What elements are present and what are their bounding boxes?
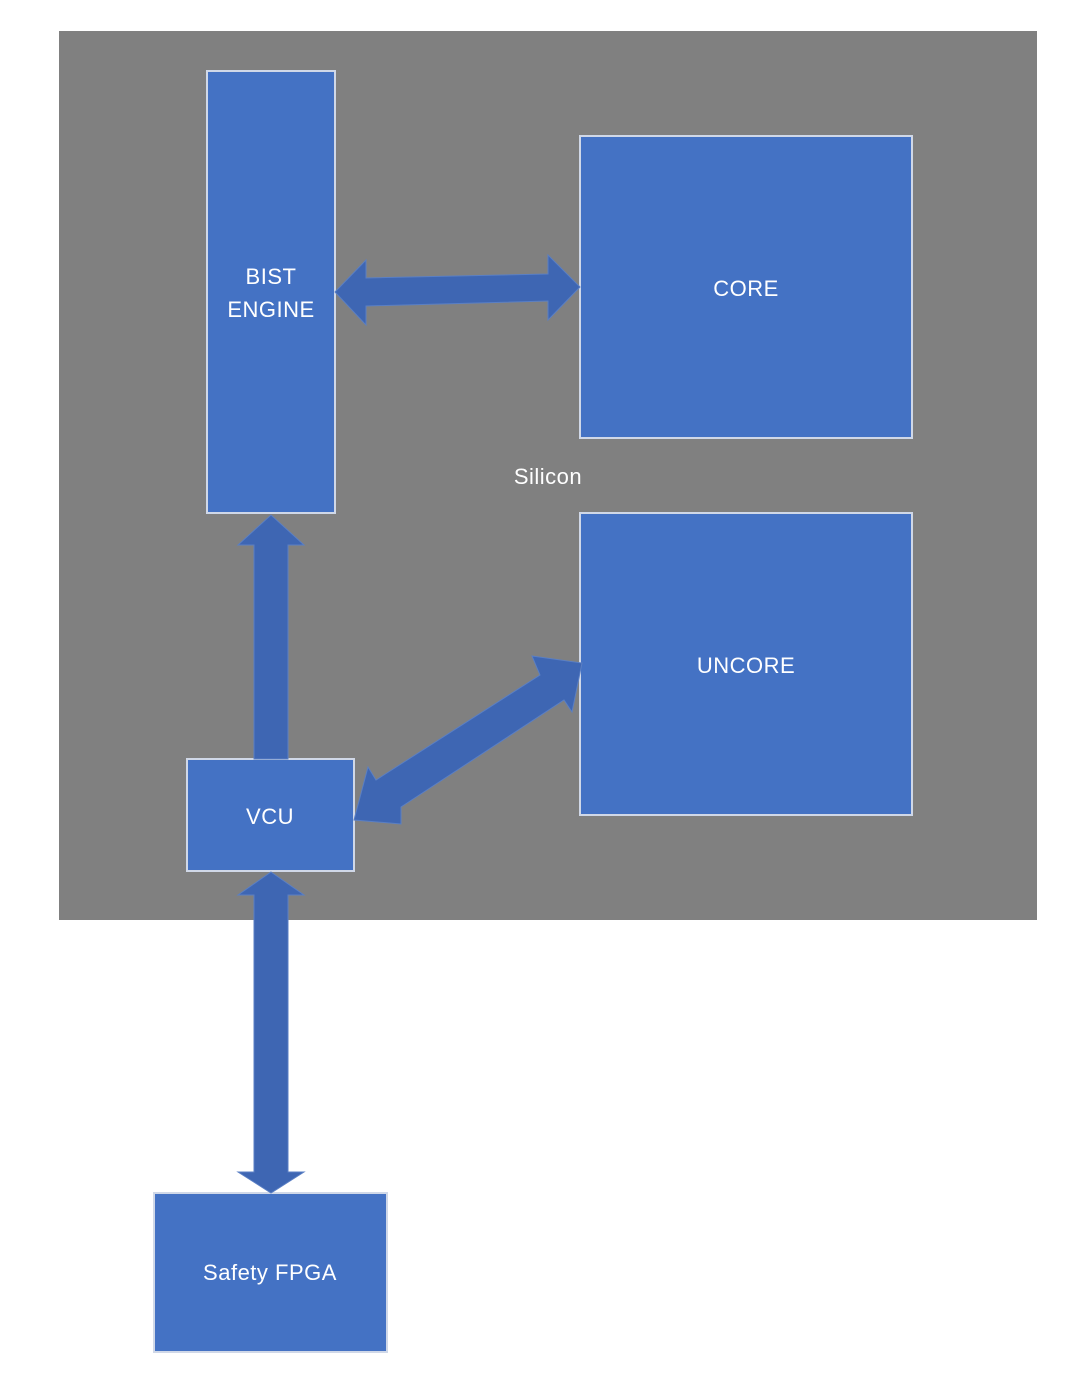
core-label: CORE [713,276,779,301]
vcu-bist-up-arrow [236,514,306,760]
uncore-block [579,512,913,816]
safety-fpga-block [153,1192,388,1353]
vcu-fpga-double-arrow [236,871,306,1194]
bist-engine-label-line2: ENGINE [227,297,314,322]
bist-core-double-arrow [334,253,581,327]
vcu-label: VCU [246,804,294,829]
safety-fpga-label: Safety FPGA [203,1260,337,1285]
bist-engine-block [206,70,336,514]
silicon-label: Silicon [514,464,582,489]
uncore-label: UNCORE [697,653,795,678]
bist-engine-label-line1: BIST [246,264,297,289]
core-block [579,135,913,439]
vcu-uncore-double-arrow [353,655,583,825]
vcu-block [186,758,355,872]
